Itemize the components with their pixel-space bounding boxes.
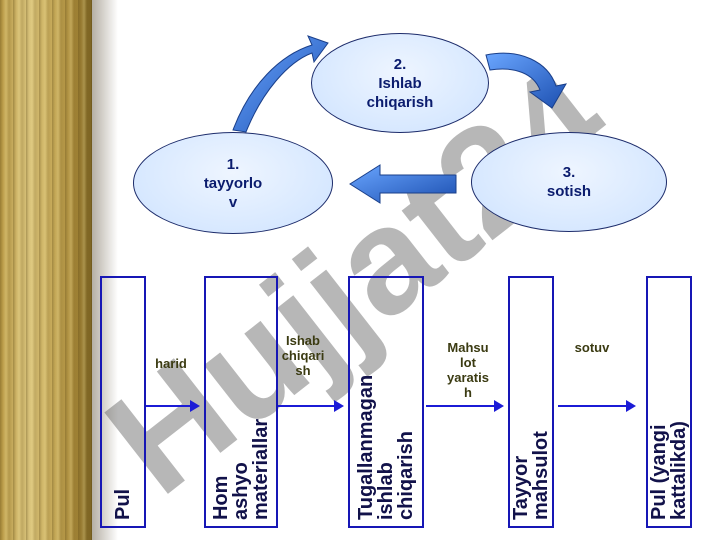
flow-box-raw-materials-label: Hom ashyo materiallar bbox=[210, 418, 272, 520]
panel-shadow bbox=[92, 0, 118, 540]
flow-box-new-money: Pul (yangi kattalikda) bbox=[646, 276, 692, 528]
step-sales-label: sotuv bbox=[574, 340, 610, 355]
flow-arrow-1 bbox=[146, 400, 200, 412]
stage-sales: 3. sotish bbox=[471, 132, 667, 232]
stage-production-label: 2. Ishlab chiqarish bbox=[366, 55, 434, 111]
step-production-label: Ishab chiqari sh bbox=[281, 333, 325, 378]
flow-arrow-4 bbox=[558, 400, 636, 412]
arrow-1-to-2-icon bbox=[232, 35, 329, 133]
stage-sales-label: 3. sotish bbox=[546, 164, 592, 200]
stage-production: 2. Ishlab chiqarish bbox=[311, 33, 489, 133]
arrow-3-to-1-icon bbox=[349, 164, 457, 204]
flow-box-finished-product: Tayyor mahsulot bbox=[508, 276, 554, 528]
stage-preparation: 1. tayyorlo v bbox=[133, 132, 333, 234]
flow-box-raw-materials: Hom ashyo materiallar bbox=[204, 276, 278, 528]
stage-preparation-label: 1. tayyorlo v bbox=[203, 155, 263, 211]
flow-box-new-money-label: Pul (yangi kattalikda) bbox=[648, 421, 690, 520]
flow-box-money: Pul bbox=[100, 276, 146, 528]
flow-box-money-label: Pul bbox=[112, 488, 134, 520]
step-product-creation-label: Mahsu lot yaratis h bbox=[447, 340, 489, 400]
flow-arrow-3 bbox=[426, 400, 504, 412]
step-purchase-label: harid bbox=[155, 356, 187, 371]
arrow-2-to-3-icon bbox=[485, 52, 567, 109]
flow-box-unfinished-production: Tugallanmagan ishlab chiqarish bbox=[348, 276, 424, 528]
flow-arrow-2 bbox=[278, 400, 344, 412]
wood-panel bbox=[0, 0, 92, 540]
flow-box-unfinished-production-label: Tugallanmagan ishlab chiqarish bbox=[355, 374, 417, 520]
flow-box-finished-product-label: Tayyor mahsulot bbox=[510, 431, 552, 520]
